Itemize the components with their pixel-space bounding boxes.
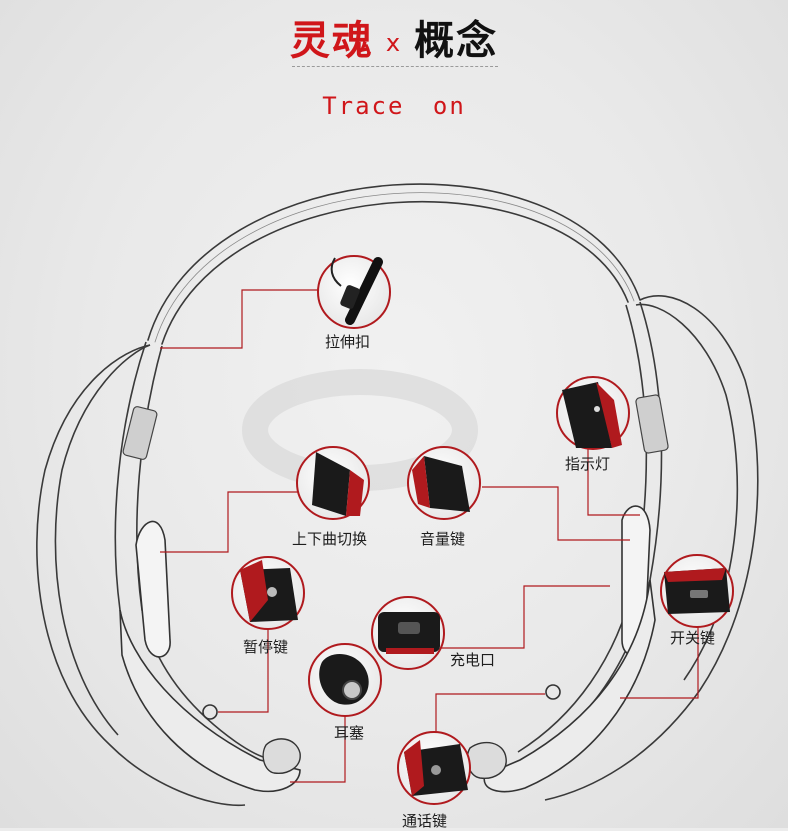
label-call-key: 通话键 bbox=[402, 812, 448, 830]
title-divider bbox=[292, 66, 498, 67]
label-charging-port: 充电口 bbox=[450, 651, 496, 669]
title-part-2: 概念 bbox=[414, 18, 499, 64]
page-subtitle: Trace on bbox=[322, 92, 466, 120]
label-volume-key: 音量键 bbox=[420, 530, 466, 548]
page-title: 灵魂 x 概念 bbox=[0, 8, 788, 66]
label-lanyard-clip: 拉伸扣 bbox=[325, 333, 371, 351]
title-part-1: 灵魂 bbox=[289, 18, 374, 64]
label-track-switch: 上下曲切换 bbox=[292, 530, 368, 548]
label-earbud: 耳塞 bbox=[334, 724, 365, 742]
label-power-key: 开关键 bbox=[670, 629, 716, 647]
label-indicator-light: 指示灯 bbox=[565, 455, 611, 473]
label-pause-key: 暂停键 bbox=[243, 638, 289, 656]
title-separator: x bbox=[385, 29, 403, 57]
